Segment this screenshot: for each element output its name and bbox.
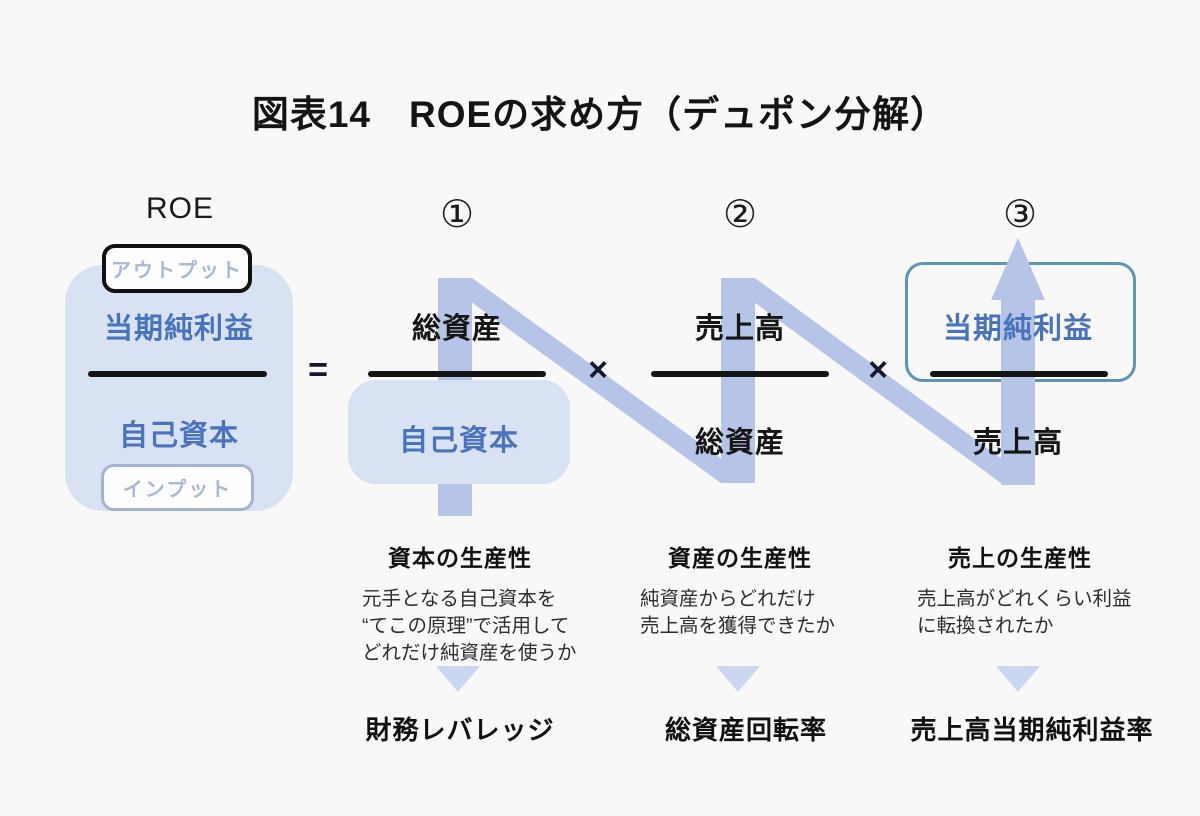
column-1-denominator: 自己資本 [398, 425, 519, 457]
roe-fraction-line [88, 371, 267, 377]
flow-arrowhead-up [991, 238, 1045, 300]
multiply-sign-1: × [588, 351, 608, 389]
column-3-description-line: に転換されたか [917, 615, 1054, 637]
column-3-denominator: 売上高 [972, 427, 1063, 459]
column-3-description: 売上高がどれくらい利益 に転換されたか [917, 586, 1132, 640]
column-3-result: 売上高当期純利益率 [910, 715, 1154, 745]
equity-highlight-box [348, 380, 570, 484]
column-1-description-line: どれだけ純資産を使うか [362, 642, 577, 664]
column-1-description-line: “てこの原理”で活用して [362, 615, 570, 637]
flow-band-column3 [1001, 296, 1035, 485]
column-2-fraction-line [651, 371, 829, 377]
column-2-result: 総資産回転率 [664, 715, 827, 745]
column-2-denominator: 総資産 [694, 427, 785, 459]
output-badge: アウトプット [102, 244, 252, 293]
page-title: 図表14 ROEの求め方（デュポン分解） [251, 94, 949, 135]
input-badge: インプット [101, 464, 254, 511]
multiply-sign-2: × [868, 351, 888, 389]
column-3-heading: 売上の生産性 [948, 545, 1092, 571]
column-1-numerator: 総資産 [411, 313, 502, 345]
column-3-fraction-line [930, 371, 1108, 377]
down-triangle-icon-3 [996, 666, 1040, 692]
column-2-description-line: 純資産からどれだけ [640, 588, 816, 610]
down-triangle-icon-1 [436, 666, 480, 692]
column-3-description-line: 売上高がどれくらい利益 [917, 588, 1132, 610]
output-badge-label: アウトプット [111, 260, 243, 282]
roe-numerator: 当期純利益 [103, 313, 254, 345]
roe-denominator: 自己資本 [118, 420, 239, 452]
column-2-heading: 資産の生産性 [668, 545, 812, 571]
column-2-number: ② [722, 194, 758, 236]
column-1-heading: 資本の生産性 [388, 545, 532, 571]
column-1-fraction-line [368, 371, 546, 377]
roe-label: ROE [145, 192, 214, 225]
column-1-description-line: 元手となる自己資本を [362, 588, 557, 610]
column-1-description: 元手となる自己資本を “てこの原理”で活用して どれだけ純資産を使うか [362, 586, 577, 667]
equals-sign: = [308, 351, 328, 389]
flow-diagonal-1 [438, 278, 755, 483]
column-3-numerator: 当期純利益 [942, 313, 1093, 345]
column-1-number: ① [439, 194, 475, 236]
column-2-description: 純資産からどれだけ 売上高を獲得できたか [640, 586, 835, 640]
flow-diagonal-2 [721, 278, 1035, 483]
input-badge-label: インプット [122, 479, 233, 501]
down-triangle-icon-2 [716, 666, 760, 692]
column-3-number: ③ [1002, 194, 1038, 236]
column-2-description-line: 売上高を獲得できたか [640, 615, 836, 637]
column-2-numerator: 売上高 [694, 313, 785, 345]
column-1-result: 財務レバレッジ [365, 715, 555, 745]
flow-band-column2 [721, 278, 755, 483]
